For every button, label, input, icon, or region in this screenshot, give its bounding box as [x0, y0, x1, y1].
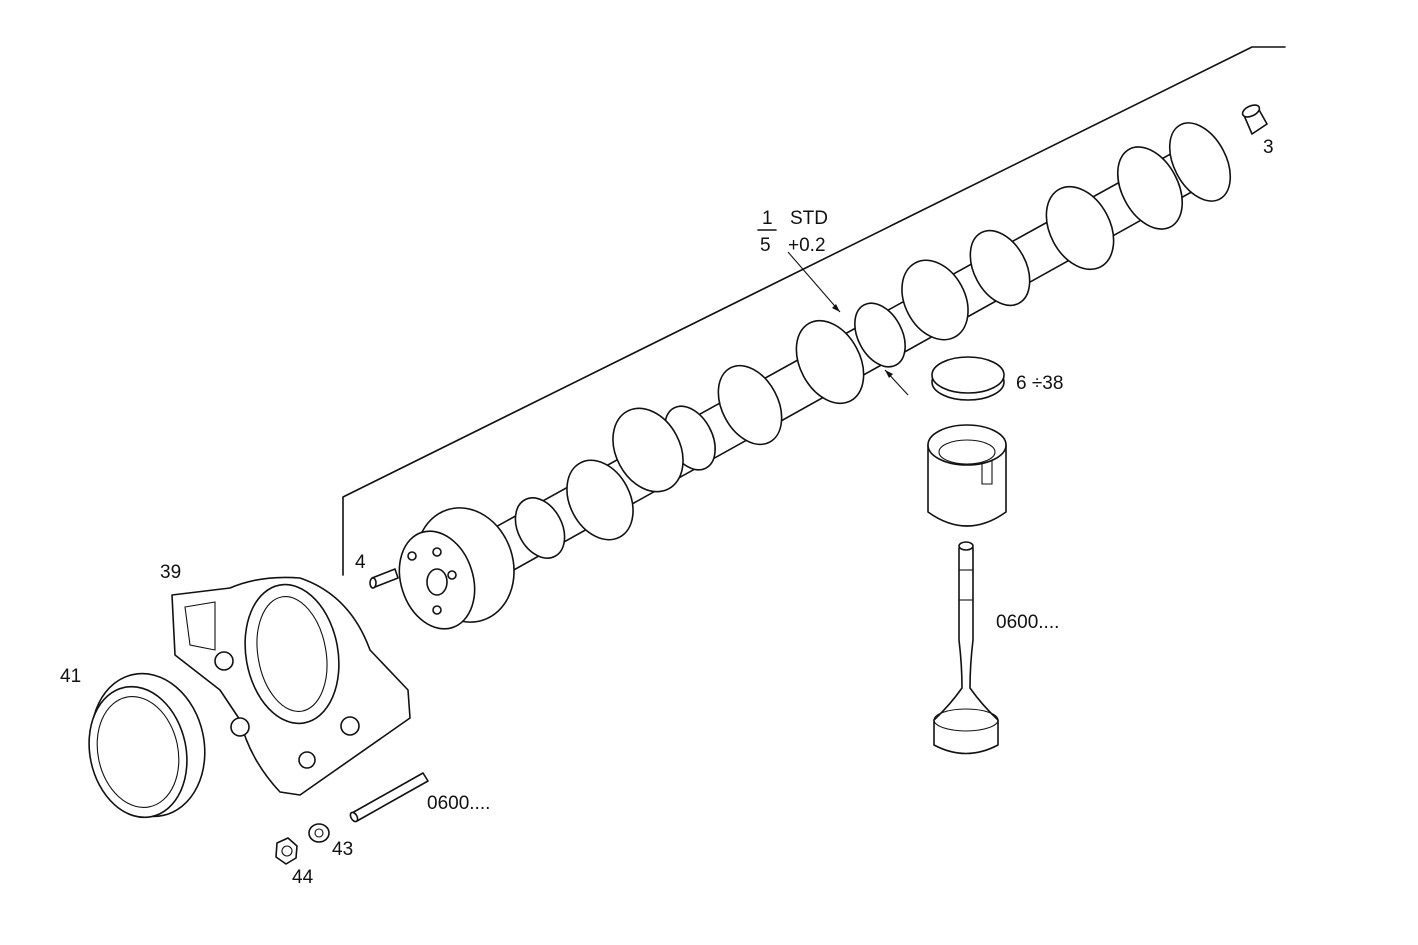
- camshaft: [398, 122, 1232, 630]
- oil-seal: [88, 672, 206, 819]
- valve: [933, 541, 999, 755]
- washer: [308, 823, 330, 843]
- fraction-denominator: 5: [760, 235, 771, 256]
- std-label: STD: [790, 208, 828, 229]
- stud-reference: 0600....: [427, 793, 491, 814]
- stud: [349, 772, 429, 823]
- valve-reference: 0600....: [996, 612, 1060, 633]
- fraction-numerator: 1: [762, 208, 773, 229]
- assembly-bracket-line: [342, 46, 1286, 576]
- oversize-label: +0.2: [788, 235, 826, 256]
- part-number-43: 43: [332, 839, 354, 860]
- part-number-6-38: 6 ÷38: [1016, 373, 1064, 394]
- part-number-3: 3: [1263, 137, 1274, 158]
- tappet-bucket: [927, 424, 1007, 527]
- end-plug: [1241, 104, 1268, 135]
- shim-ring: [931, 356, 1005, 401]
- cam-lobes: [514, 122, 1232, 559]
- bearing-support-bracket: [171, 576, 411, 796]
- part-number-44: 44: [292, 867, 314, 888]
- part-number-41: 41: [60, 666, 82, 687]
- part-number-39: 39: [160, 562, 182, 583]
- dowel-pin: [369, 568, 399, 589]
- nut: [275, 837, 298, 865]
- part-number-4: 4: [355, 552, 366, 573]
